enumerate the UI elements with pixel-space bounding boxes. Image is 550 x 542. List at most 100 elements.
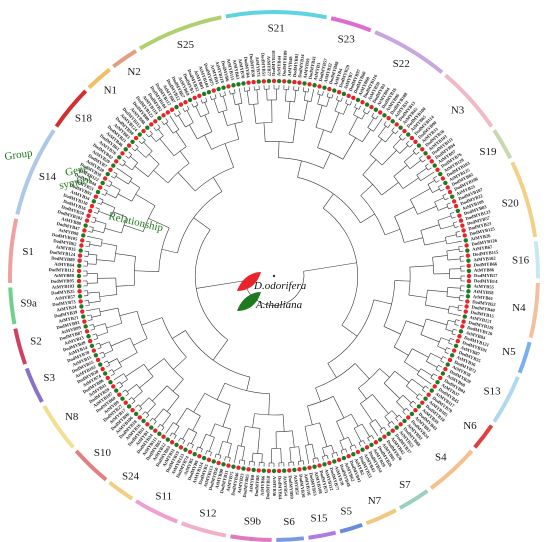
group-arc-S21 (225, 10, 328, 20)
group-label-S9b: S9b (244, 516, 262, 528)
leaf-dot-185 (76, 278, 82, 284)
leaf-dot-27 (373, 107, 379, 112)
branch-arc-613 (115, 189, 121, 199)
leaf-dot-20 (341, 91, 347, 97)
branch-line-374 (298, 461, 300, 466)
leaf-label-174: AtMYB13 (64, 335, 85, 346)
branch-line-111 (392, 138, 402, 148)
leaf-dot-78 (457, 334, 462, 339)
branch-arc-507 (107, 360, 110, 366)
group-label-N4: N4 (512, 302, 526, 314)
leaf-dot-16 (322, 85, 327, 90)
group-arc-S22 (374, 30, 444, 74)
branch-line-332 (348, 437, 353, 446)
leaf-dot-131 (246, 467, 251, 472)
branch-arc-658 (156, 135, 164, 142)
leaf-dot-214 (126, 143, 132, 148)
leaf-dot-2 (251, 79, 256, 85)
leaf-label-61: AtMYB67 (472, 244, 493, 252)
leaf-dot-211 (117, 155, 122, 160)
branch-line-334 (354, 444, 357, 449)
leaf-label-180: AtMYB24 (56, 304, 77, 312)
leaf-dot-180 (79, 304, 84, 309)
leaf-dot-112 (341, 455, 347, 461)
leaf-dot-125 (276, 468, 282, 474)
leaf-dot-207 (105, 171, 110, 177)
branch-line-39 (294, 90, 297, 102)
branch-line-263 (435, 369, 440, 372)
leaf-label-67: DodMYB14 (474, 278, 498, 284)
branch-line-663 (157, 128, 164, 136)
leaf-dot-150 (157, 431, 162, 436)
leaf-dot-71 (465, 299, 470, 304)
leaf-dot-103 (382, 434, 387, 439)
leaf-label-193: DodMYB105 (52, 232, 79, 242)
branch-arc-630 (195, 167, 234, 192)
branch-arc-331 (339, 436, 349, 442)
branch-line-426 (209, 452, 212, 457)
leaf-dot-225 (169, 107, 175, 112)
branch-line-657 (159, 138, 175, 156)
leaf-dot-152 (149, 425, 154, 430)
branch-arc-668 (172, 129, 179, 134)
branch-line-700 (222, 111, 228, 126)
leaf-dot-145 (178, 445, 184, 450)
branch-line-432 (193, 393, 206, 413)
branch-line-365 (268, 393, 270, 415)
branch-line-403 (242, 446, 245, 461)
branch-arc-231 (420, 318, 427, 335)
leaf-dot-12 (302, 81, 307, 86)
leaf-dot-215 (130, 139, 135, 144)
branch-line-400 (248, 461, 250, 466)
branch-arc-423 (205, 433, 215, 438)
leaf-label-12: AtMYB59 (302, 57, 310, 78)
group-label-S6: S6 (283, 516, 295, 528)
branch-line-665 (153, 127, 157, 131)
leaf-dot-157 (130, 408, 135, 413)
branch-line-248 (437, 345, 446, 351)
branch-arc-360 (194, 229, 228, 341)
leaf-dot-221 (153, 119, 158, 124)
branch-line-338 (345, 448, 348, 453)
leaf-dot-94 (416, 404, 422, 409)
branch-arc-4 (297, 177, 361, 224)
leaf-dot-48 (445, 185, 450, 190)
leaf-dot-217 (137, 132, 142, 137)
branch-arc-499 (129, 337, 138, 353)
leaf-dot-226 (174, 104, 179, 110)
branch-arc-460 (159, 424, 165, 428)
leaf-label-136: AtMYB90 (214, 468, 224, 489)
leaf-dot-76 (460, 324, 465, 329)
leaf-dot-229 (187, 97, 193, 103)
branch-line-313 (383, 427, 387, 431)
leaf-dot-159 (123, 400, 128, 405)
branch-line-82 (361, 112, 366, 120)
branch-arc-511 (108, 341, 114, 351)
leaf-dot-128 (261, 468, 266, 473)
group-arc-S20 (510, 161, 538, 238)
leaf-dot-187 (76, 268, 82, 274)
leaf-dot-36 (409, 135, 415, 141)
leaf-dot-163 (111, 384, 116, 389)
group-label-N2: N2 (127, 66, 140, 78)
branch-line-286 (416, 397, 420, 401)
leaf-dot-123 (287, 468, 292, 473)
branch-line-479 (139, 376, 154, 389)
branch-line-15 (243, 87, 246, 92)
branch-arc-128 (419, 158, 423, 163)
branch-line-169 (451, 216, 456, 219)
branch-arc-333 (349, 444, 355, 448)
branch-line-575 (88, 253, 98, 256)
leaf-dot-33 (398, 125, 403, 130)
leaf-dot-137 (216, 460, 221, 466)
leaf-label-235: AtMYB91 (209, 64, 220, 85)
branch-line-604 (93, 211, 98, 214)
branch-line-599 (92, 216, 97, 219)
leaf-label-120: AtMYB116 (303, 473, 312, 496)
branch-arc-656 (173, 146, 187, 157)
branch-line-220 (459, 300, 464, 302)
group-arc-S7 (399, 489, 429, 510)
branch-line-176 (445, 234, 457, 238)
branch-arc-642 (128, 154, 133, 159)
leaf-dot-218 (141, 128, 146, 134)
